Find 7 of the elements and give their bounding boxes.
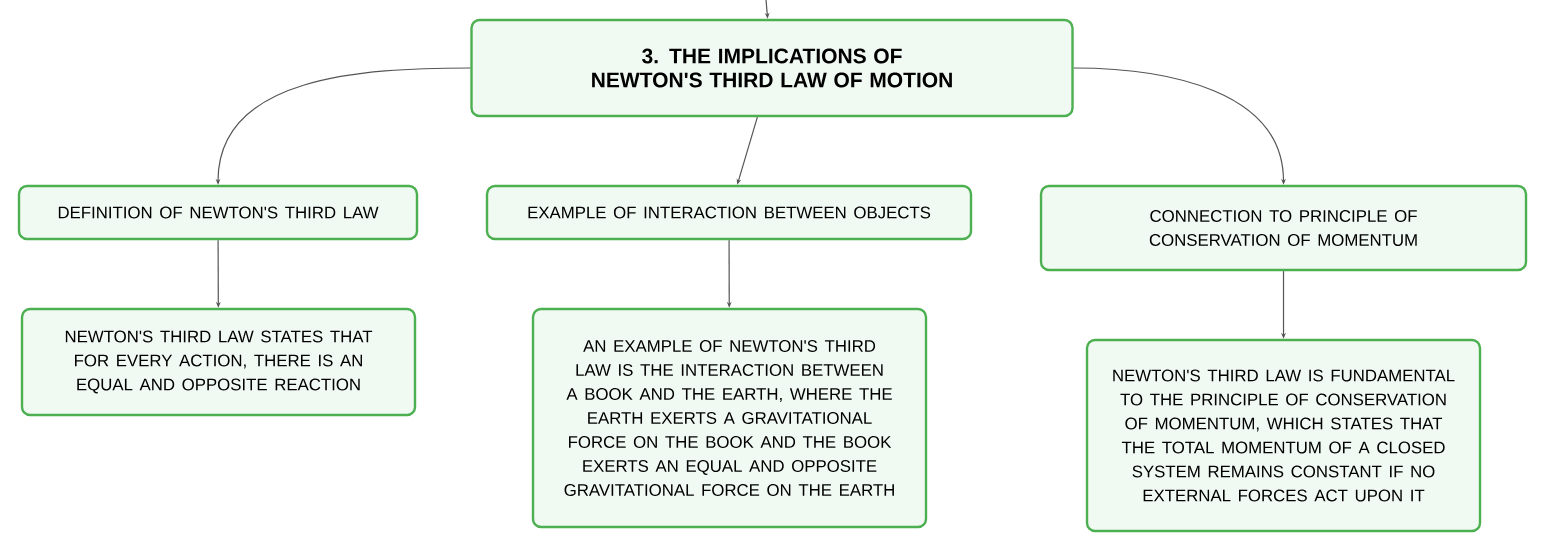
topic-box: 3. THE IMPLICATIONS OF NEWTON'S THIRD LAW OF MOTION	[470, 18, 1074, 118]
concept-box: NEWTON'S THIRD LAW IS FUNDAMENTAL TO THE PRINCIPLE OF CONSERVATION OF MOMENTUM, WHICH STATES THAT THE TOTAL MOMENTUM OF A CLOSED SYSTEM REMAINS CONSTANT IF NO EXTERNAL FORCES ACT UPON IT	[1085, 338, 1482, 533]
concept-box: AN EXAMPLE OF NEWTON'S THIRD LAW IS THE INTERACTION BETWEEN A BOOK AND THE EARTH, WHERE THE EARTH EXERTS A GRAVITATIONAL FORCE ON THE BOOK AND THE BOOK EXERTS AN EQUAL AND OPPOSITE GRAVITATIONAL FORCE ON THE EARTH	[531, 307, 928, 529]
concept-box: DEFINITION OF NEWTON'S THIRD LAW	[17, 184, 419, 241]
concept-box: NEWTON'S THIRD LAW STATES THAT FOR EVERY ACTION, THERE IS AN EQUAL AND OPPOSITE REACTION	[20, 307, 417, 417]
concept-box: CONNECTION TO PRINCIPLE OF CONSERVATION OF MOMENTUM	[1039, 184, 1528, 272]
concept-box: EXAMPLE OF INTERACTION BETWEEN OBJECTS	[485, 184, 973, 241]
